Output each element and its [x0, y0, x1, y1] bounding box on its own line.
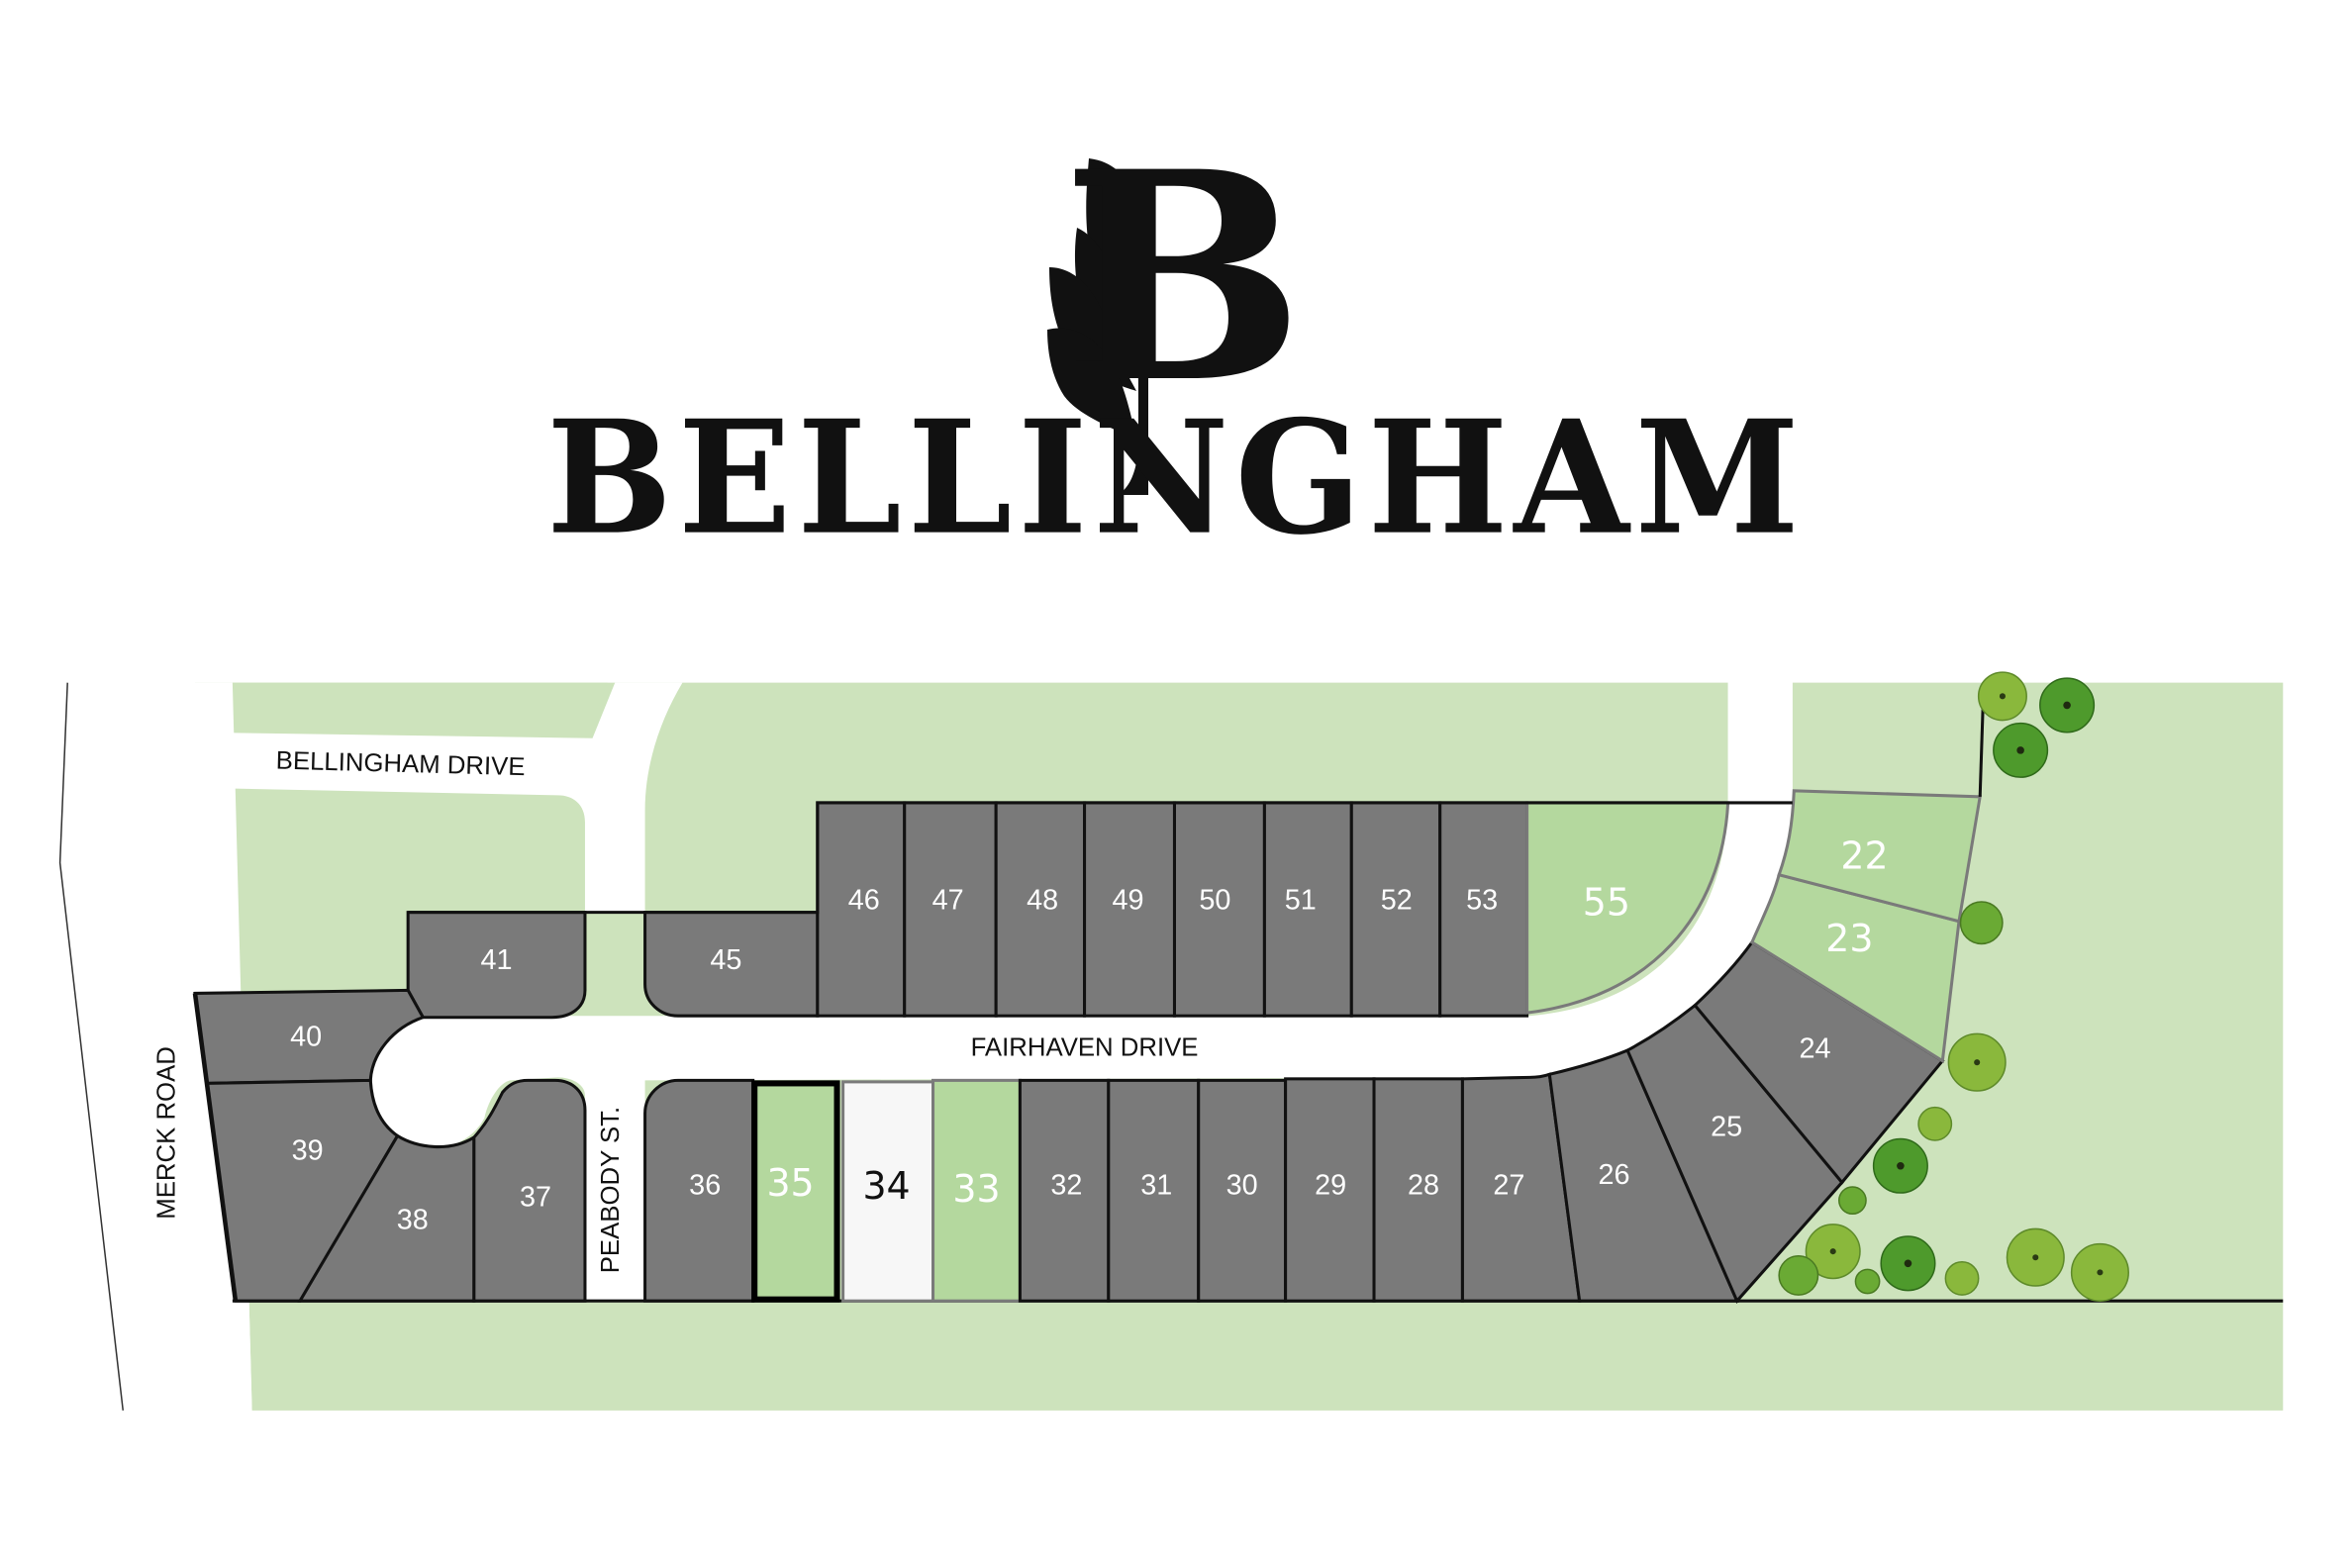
svg-text:55: 55	[1583, 881, 1630, 925]
merck-road-edge	[58, 682, 125, 1411]
lot-32[interactable]: 32	[1018, 1078, 1111, 1303]
tree-icon	[1778, 1254, 1819, 1296]
lot-34[interactable]: 34	[841, 1080, 935, 1303]
street-label-fairhaven-drive: FAIRHAVEN DRIVE	[971, 1033, 1199, 1061]
lot-50[interactable]: 50	[1172, 801, 1266, 1018]
lot-49[interactable]: 49	[1083, 801, 1176, 1018]
lot-48[interactable]: 48	[994, 801, 1087, 1018]
lot-30[interactable]: 30	[1197, 1078, 1288, 1303]
property-line-top	[408, 801, 1793, 915]
svg-text:45: 45	[710, 944, 741, 976]
lot-38[interactable]: 38	[297, 1133, 476, 1303]
lot-31[interactable]: 31	[1107, 1078, 1201, 1303]
svg-text:52: 52	[1381, 885, 1413, 917]
lot-35[interactable]: 35	[751, 1080, 840, 1303]
svg-text:37: 37	[520, 1182, 551, 1214]
tree-icon	[2039, 677, 2096, 734]
svg-text:31: 31	[1140, 1170, 1172, 1202]
logo: B	[1047, 110, 1305, 495]
property-line-left	[192, 993, 239, 1302]
svg-text:35: 35	[766, 1161, 814, 1205]
monogram-letter: B	[1061, 110, 1304, 446]
lot-51[interactable]: 51	[1262, 801, 1353, 1018]
lot-26[interactable]: 26	[1547, 1048, 1740, 1303]
svg-text:24: 24	[1800, 1033, 1831, 1065]
lot-29[interactable]: 29	[1284, 1077, 1376, 1303]
svg-text:27: 27	[1493, 1170, 1524, 1202]
lot-22[interactable]: 22	[1777, 789, 1982, 924]
svg-text:22: 22	[1840, 834, 1888, 878]
lot-55[interactable]: 55	[1525, 801, 1730, 1015]
lot-53[interactable]: 53	[1438, 801, 1529, 1018]
brand-name: BELLINGHAM	[546, 386, 1806, 570]
svg-text:33: 33	[952, 1167, 1000, 1211]
svg-text:38: 38	[397, 1204, 429, 1235]
lot-27[interactable]: 27	[1460, 1072, 1582, 1303]
tree-icon	[2006, 1227, 2065, 1287]
svg-text:49: 49	[1113, 885, 1144, 917]
lot-47[interactable]: 47	[903, 801, 998, 1018]
svg-text:39: 39	[292, 1135, 324, 1167]
svg-text:32: 32	[1050, 1170, 1082, 1202]
tree-icon	[1880, 1235, 1936, 1292]
street-label-bellingham-drive: BELLINGHAM DRIVE	[275, 747, 525, 782]
tree-icon	[1805, 1224, 1861, 1280]
svg-text:40: 40	[290, 1022, 322, 1053]
lot-37[interactable]: 37	[472, 1078, 587, 1303]
svg-text:28: 28	[1408, 1170, 1439, 1202]
tree-icon	[1959, 901, 2004, 945]
tree-icon	[2070, 1242, 2129, 1302]
svg-text:25: 25	[1711, 1111, 1742, 1142]
lot-41[interactable]: 41	[406, 911, 587, 1020]
svg-text:51: 51	[1285, 885, 1317, 917]
lot-52[interactable]: 52	[1349, 801, 1442, 1018]
trees	[1778, 671, 2129, 1302]
svg-text:53: 53	[1466, 885, 1498, 917]
svg-text:47: 47	[932, 885, 964, 917]
lot-45[interactable]: 45	[643, 911, 820, 1018]
svg-text:50: 50	[1199, 885, 1230, 917]
svg-text:30: 30	[1226, 1170, 1258, 1202]
roads	[59, 682, 1793, 1411]
tree-icon	[1872, 1137, 1928, 1194]
lot-28[interactable]: 28	[1372, 1077, 1464, 1303]
tree-icon	[1854, 1268, 1881, 1295]
lot-33[interactable]: 33	[931, 1078, 1022, 1303]
svg-text:34: 34	[862, 1164, 910, 1208]
svg-text:B: B	[1061, 110, 1304, 446]
street-label-merck-road: MERCK ROAD	[153, 1046, 181, 1220]
svg-text:26: 26	[1598, 1159, 1629, 1191]
leaf-monogram-icon	[1047, 158, 1148, 495]
svg-text:41: 41	[481, 944, 513, 976]
tree-icon	[1917, 1106, 1953, 1141]
tree-icon	[1993, 722, 2049, 778]
property-line-east	[1978, 705, 1985, 797]
lot-46[interactable]: 46	[816, 801, 907, 1018]
tree-icon	[1838, 1186, 1867, 1216]
svg-text:23: 23	[1825, 917, 1873, 960]
lot-36[interactable]: 36	[643, 1078, 755, 1303]
tree-icon	[1977, 671, 2027, 722]
tree-icon	[1947, 1032, 2007, 1092]
tree-icon	[1944, 1261, 1980, 1296]
svg-text:48: 48	[1027, 885, 1058, 917]
svg-text:29: 29	[1315, 1170, 1346, 1202]
svg-text:36: 36	[689, 1170, 721, 1202]
svg-text:46: 46	[848, 885, 880, 917]
street-label-peabody-st: PEABODY ST.	[597, 1107, 625, 1273]
